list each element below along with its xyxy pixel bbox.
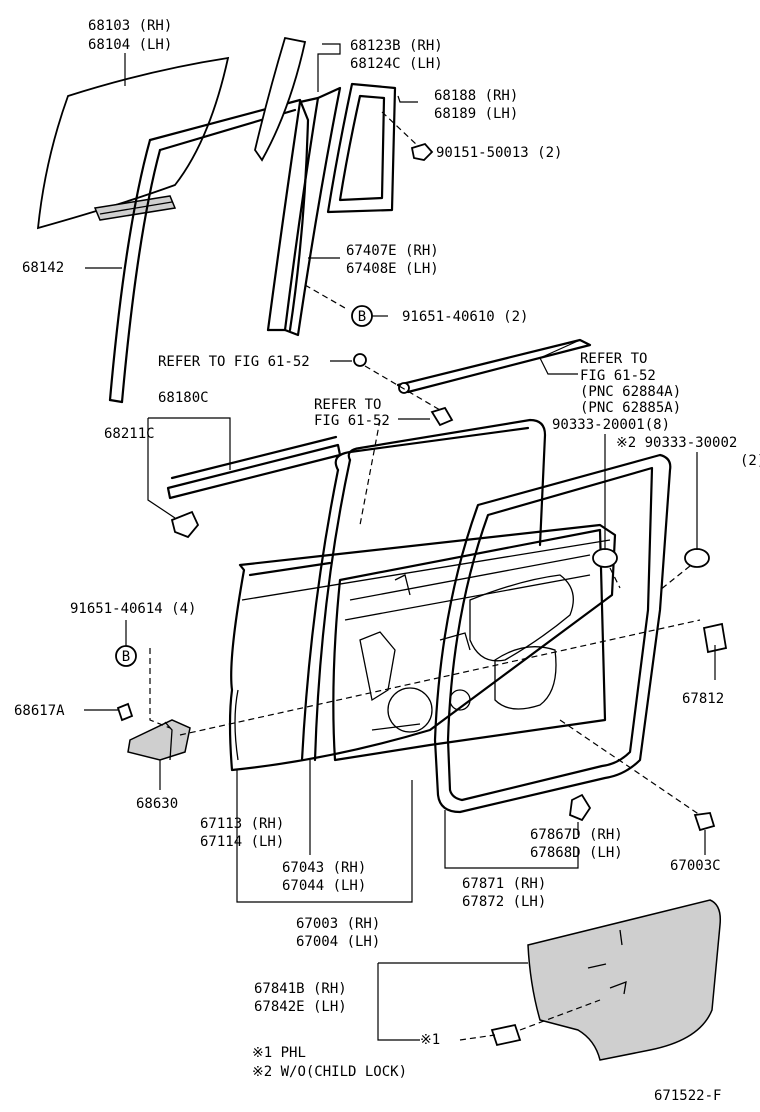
label-67408e: 67408E (LH) xyxy=(346,261,439,277)
label-68123b: 68123B (RH) xyxy=(350,38,443,54)
hole-plug-2-icon xyxy=(684,548,710,568)
label-67407e: 67407E (RH) xyxy=(346,243,439,259)
label-68124c: 68124C (LH) xyxy=(350,56,443,72)
label-67842e: 67842E (LH) xyxy=(254,999,347,1015)
label-67044: 67044 (LH) xyxy=(282,878,366,894)
label-90333-30002-qty: (2) xyxy=(740,453,760,469)
label-refer-3a: REFER TO xyxy=(580,351,647,367)
door-panel-part xyxy=(228,523,617,772)
label-refer-3d: (PNC 62885A) xyxy=(580,400,681,416)
label-refer-2a: REFER TO xyxy=(314,397,381,413)
label-90333-20001: 90333-20001(8) xyxy=(552,417,670,433)
label-67043: 67043 (RH) xyxy=(282,860,366,876)
quarter-glass-part xyxy=(254,36,307,162)
label-91651-40614: 91651-40614 (4) xyxy=(70,601,196,617)
label-refer-2b: FIG 61-52 xyxy=(314,413,390,429)
quarter-window-part xyxy=(326,82,397,214)
label-67867d: 67867D (RH) xyxy=(530,827,623,843)
svg-text:B: B xyxy=(122,649,130,665)
door-frame-part xyxy=(300,418,547,762)
leader-lines xyxy=(84,43,716,1041)
label-67841b: 67841B (RH) xyxy=(254,981,347,997)
label-68103: 68103 (RH) xyxy=(88,18,172,34)
trim-board-part xyxy=(490,899,722,1061)
part-labels: 68103 (RH) 68104 (LH) 68123B (RH) 68124C… xyxy=(14,18,760,1104)
figure-id: 671522-F xyxy=(654,1088,721,1104)
label-68142: 68142 xyxy=(22,260,64,276)
label-68188: 68188 (RH) xyxy=(434,88,518,104)
label-67003c: 67003C xyxy=(670,858,721,874)
door-lock-icon xyxy=(127,719,191,761)
grommet-icon xyxy=(693,812,716,832)
clip-67867d-icon xyxy=(569,793,592,822)
regulator-rail-part xyxy=(166,435,342,500)
bolt-68617a-icon xyxy=(116,702,134,722)
label-67812: 67812 xyxy=(682,691,724,707)
b-marker-lower: B xyxy=(115,645,137,667)
label-67004: 67004 (LH) xyxy=(296,934,380,950)
link-rod-part xyxy=(396,338,592,394)
label-68189: 68189 (LH) xyxy=(434,106,518,122)
bracket-68211c-icon xyxy=(170,510,200,539)
label-68104: 68104 (LH) xyxy=(88,37,172,53)
clip-refer-2-icon xyxy=(430,406,454,427)
label-refer-3c: (PNC 62884A) xyxy=(580,384,681,400)
b-marker-upper: B xyxy=(351,305,373,327)
label-67872: 67872 (LH) xyxy=(462,894,546,910)
label-67114: 67114 (LH) xyxy=(200,834,284,850)
note-2: ※2 W/O(CHILD LOCK) xyxy=(252,1064,407,1080)
hole-plug-icon xyxy=(592,548,618,568)
label-67003: 67003 (RH) xyxy=(296,916,380,932)
label-90333-30002: ※2 90333-30002 xyxy=(616,435,737,451)
label-refer-3b: FIG 61-52 xyxy=(580,368,656,384)
run-channel-part xyxy=(108,98,310,404)
label-67871: 67871 (RH) xyxy=(462,876,546,892)
label-refer-1: REFER TO FIG 61-52 xyxy=(158,354,310,370)
label-67868d: 67868D (LH) xyxy=(530,845,623,861)
clip-refer-1-icon xyxy=(353,353,367,367)
label-67113: 67113 (RH) xyxy=(200,816,284,832)
label-90151: 90151-50013 (2) xyxy=(436,145,562,161)
dash-refer-1 xyxy=(364,365,441,411)
service-label-icon xyxy=(702,622,728,654)
note-1: ※1 PHL xyxy=(252,1045,306,1061)
label-68630: 68630 xyxy=(136,796,178,812)
label-68211c: 68211C xyxy=(104,426,155,442)
label-note1-mark: ※1 xyxy=(420,1032,440,1048)
clip-90151-icon xyxy=(381,111,434,161)
door-glass-part xyxy=(36,56,230,230)
division-bar-part xyxy=(266,86,342,337)
label-68180c: 68180C xyxy=(158,390,209,406)
label-91651-40610: 91651-40610 (2) xyxy=(402,309,528,325)
label-68617a: 68617A xyxy=(14,703,65,719)
svg-text:B: B xyxy=(358,309,366,325)
